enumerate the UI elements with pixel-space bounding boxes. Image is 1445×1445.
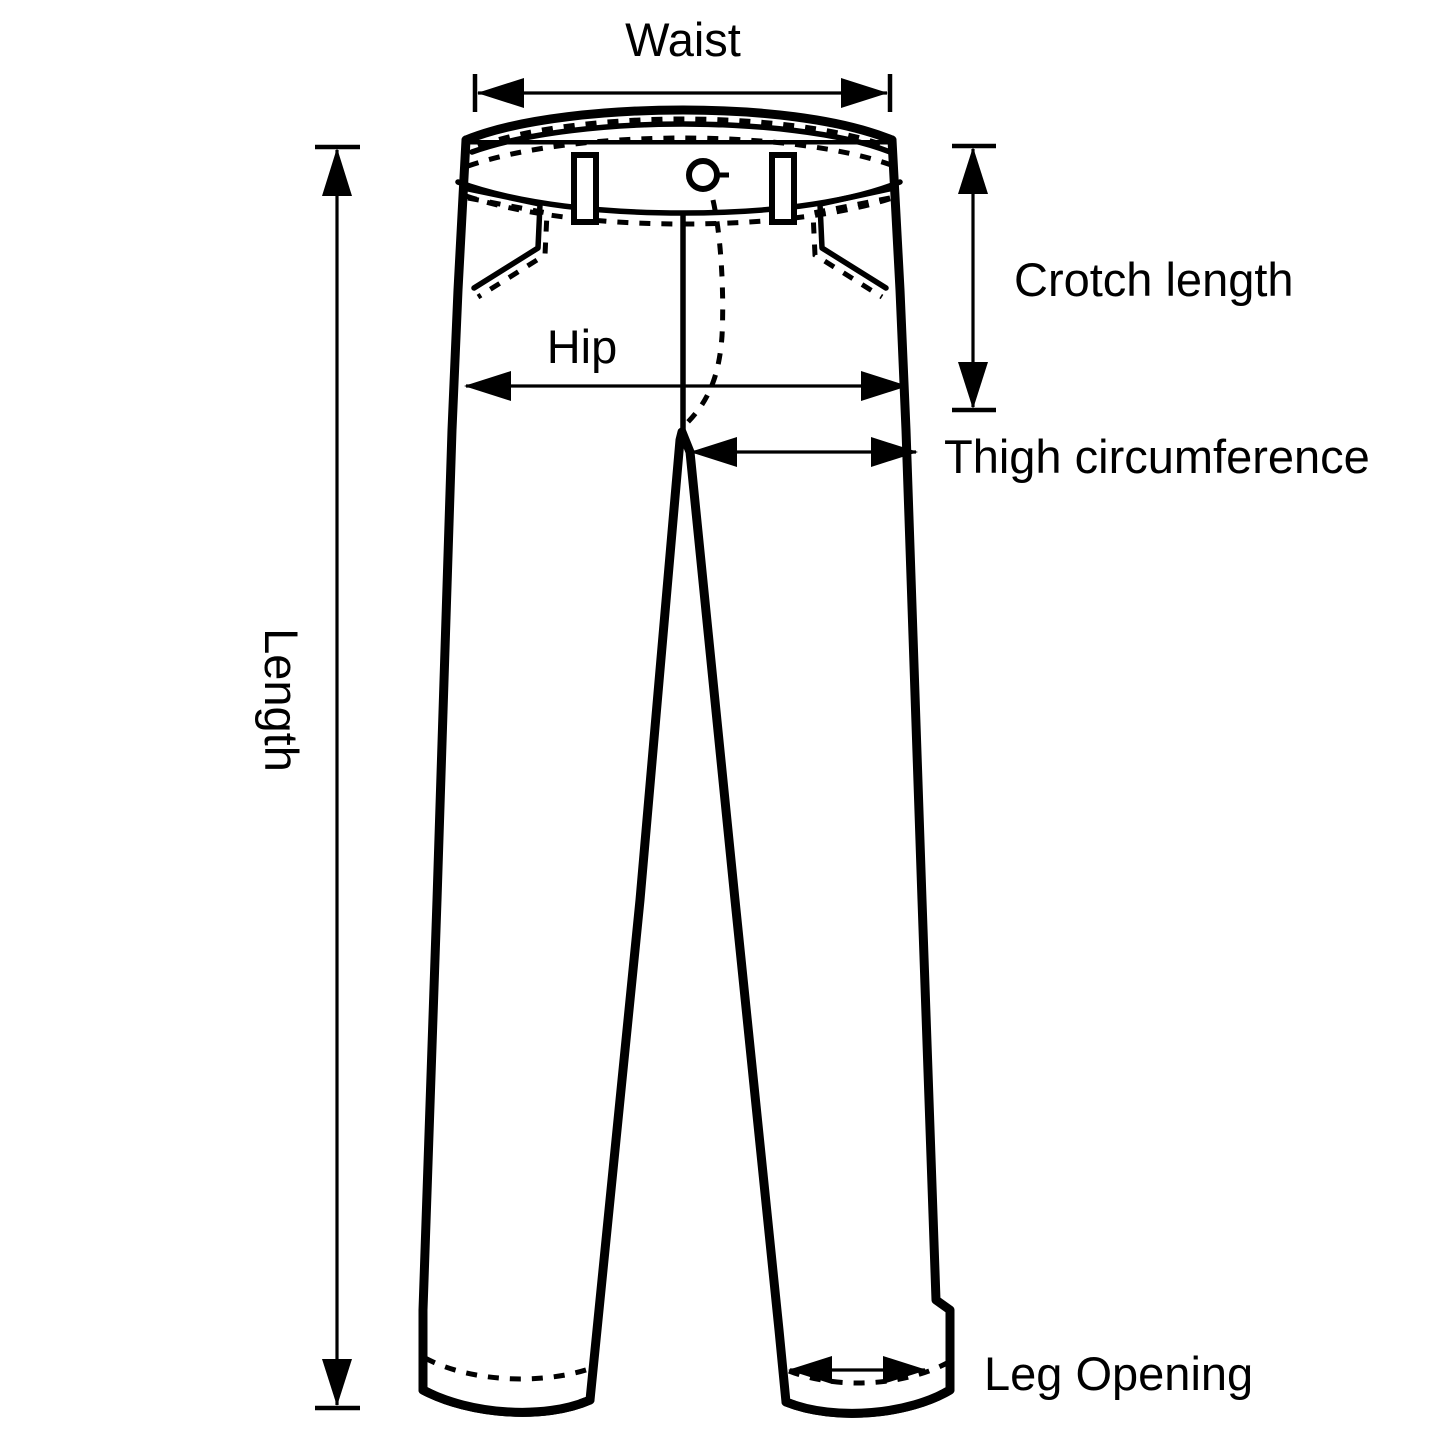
hem-right-edge bbox=[781, 1385, 955, 1418]
waist-label: Waist bbox=[625, 13, 741, 66]
hip-label: Hip bbox=[547, 320, 618, 373]
thigh-arrow-left bbox=[690, 437, 737, 467]
dimension-length: Length bbox=[255, 144, 360, 1411]
leg-opening-label: Leg Opening bbox=[984, 1347, 1253, 1400]
crotch-length-label: Crotch length bbox=[1014, 253, 1294, 306]
waist-arrow-right bbox=[841, 78, 888, 108]
crotch-arrow-top bbox=[958, 147, 988, 194]
length-arrow-bottom bbox=[322, 1359, 352, 1406]
pocket-right bbox=[817, 185, 897, 291]
crotch-arrow-bottom bbox=[958, 362, 988, 409]
hem-left-edge bbox=[418, 1385, 595, 1417]
fly-stitch bbox=[684, 199, 726, 426]
waistband-top-stitch bbox=[477, 116, 887, 149]
pocket-left bbox=[461, 185, 543, 291]
leg-opening-arrow-right bbox=[883, 1356, 927, 1384]
waist-arrow-left bbox=[477, 78, 524, 108]
belt-loop-left bbox=[571, 152, 599, 225]
thigh-circumference-label: Thigh circumference bbox=[944, 430, 1370, 483]
belt-loop-right bbox=[769, 152, 797, 225]
length-label: Length bbox=[255, 628, 308, 772]
pocket-right-stitch bbox=[810, 195, 891, 300]
pants-outline bbox=[418, 135, 955, 1418]
dimension-crotch-length: Crotch length bbox=[952, 143, 1294, 413]
thigh-arrow-right bbox=[871, 437, 918, 467]
pocket-left-stitch bbox=[467, 195, 550, 300]
length-arrow-top bbox=[322, 148, 352, 196]
leg-opening-arrow-left bbox=[788, 1356, 832, 1384]
dimension-thigh-circumference: Thigh circumference bbox=[690, 430, 1370, 483]
dimension-hip: Hip bbox=[464, 320, 908, 401]
hip-arrow-left bbox=[464, 371, 511, 401]
waistband-inner-top bbox=[469, 121, 893, 155]
garment-group bbox=[418, 105, 955, 1418]
dimension-leg-opening: Leg Opening bbox=[788, 1347, 1253, 1400]
hip-arrow-right bbox=[861, 371, 908, 401]
dimension-waist: Waist bbox=[472, 13, 893, 112]
button-icon bbox=[686, 158, 720, 192]
waistband-bottom-stitch bbox=[465, 193, 899, 227]
